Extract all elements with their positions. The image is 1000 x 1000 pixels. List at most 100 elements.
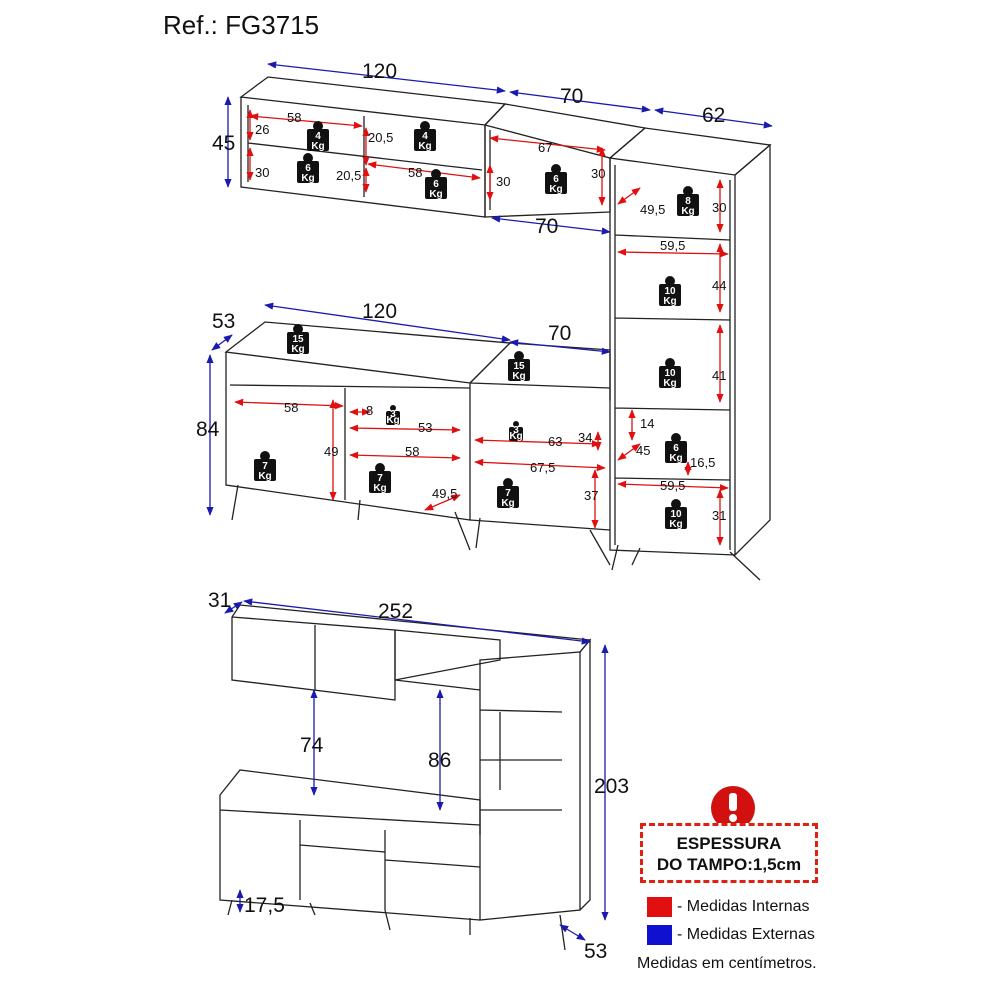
int-dim: 67,5 — [530, 460, 555, 475]
int-dim: 58 — [405, 444, 419, 459]
internal-dimension-lines — [234, 109, 729, 546]
ext-dim: 203 — [594, 775, 629, 798]
int-dim: 49,5 — [640, 202, 665, 217]
weight-unit: Kg — [501, 498, 514, 509]
int-dim: 30 — [496, 174, 510, 189]
ext-dim: 45 — [212, 132, 235, 155]
int-dim: 34 — [578, 430, 592, 445]
ext-dim: 70 — [548, 322, 571, 345]
int-dim: 30 — [255, 165, 269, 180]
weight-unit: Kg — [311, 141, 324, 152]
weight-unit: Kg — [663, 296, 676, 307]
weight-value: 3 — [513, 425, 519, 436]
weight-value: 8 — [685, 196, 691, 207]
weight-badge: 7Kg — [497, 478, 519, 509]
warning-line-2: DO TAMPO:1,5cm — [656, 855, 802, 874]
weight-unit: Kg — [258, 471, 271, 482]
ext-dim: 86 — [428, 749, 451, 772]
weight-value: 3 — [390, 409, 396, 420]
weight-unit: Kg — [373, 483, 386, 494]
weight-unit: Kg — [386, 415, 399, 426]
int-dim: 49 — [324, 444, 338, 459]
ext-dim: 53 — [584, 940, 607, 963]
weight-badges: 4Kg4Kg6Kg6Kg6Kg8Kg15Kg15Kg10Kg10Kg3Kg3Kg… — [254, 121, 699, 530]
weight-unit: Kg — [429, 189, 442, 200]
tabletop-thickness-warning: ESPESSURA DO TAMPO:1,5cm — [640, 823, 818, 883]
weight-unit: Kg — [669, 519, 682, 530]
weight-badge: 6Kg — [545, 164, 567, 195]
int-dim: 31 — [712, 508, 726, 523]
int-dim: 63 — [548, 434, 562, 449]
int-dim: 16,5 — [690, 455, 715, 470]
weight-unit: Kg — [418, 141, 431, 152]
weight-badge: 6Kg — [297, 153, 319, 184]
int-dim: 41 — [712, 368, 726, 383]
weight-value: 6 — [553, 174, 559, 185]
weight-badge: 7Kg — [254, 451, 276, 482]
weight-value: 7 — [377, 473, 383, 484]
ext-dim: 70 — [560, 85, 583, 108]
tower-cabinet-drawing — [608, 127, 772, 581]
ext-dim: 74 — [300, 734, 324, 757]
int-dim: 26 — [255, 122, 269, 137]
int-dim: 20,5 — [336, 168, 361, 183]
weight-value: 7 — [262, 461, 268, 472]
int-dim: 58 — [287, 110, 301, 125]
ext-dim: 53 — [212, 310, 235, 333]
weight-value: 6 — [673, 443, 679, 454]
ext-dim: 120 — [362, 300, 397, 323]
ext-dim: 120 — [362, 60, 397, 83]
units-note: Medidas em centímetros. — [637, 955, 817, 972]
weight-value: 10 — [670, 509, 682, 520]
weight-value: 15 — [513, 361, 525, 372]
weight-badge: 4Kg — [307, 121, 329, 152]
weight-unit: Kg — [509, 431, 522, 442]
weight-unit: Kg — [512, 371, 525, 382]
weight-badge: 6Kg — [665, 433, 687, 464]
int-dim: 44 — [712, 278, 726, 293]
weight-badge: 3Kg — [509, 421, 523, 442]
ext-dim: 70 — [535, 215, 558, 238]
weight-badge: 3Kg — [386, 405, 400, 426]
weight-value: 4 — [422, 131, 428, 142]
weight-unit: Kg — [301, 173, 314, 184]
internal-color-swatch — [647, 897, 672, 917]
weight-value: 6 — [433, 179, 439, 190]
base-cabinet-drawing — [224, 321, 611, 566]
reference-code: Ref.: FG3715 — [163, 10, 320, 40]
external-color-swatch — [647, 925, 672, 945]
weight-value: 10 — [664, 286, 676, 297]
weight-value: 4 — [315, 131, 321, 142]
int-dim: 58 — [284, 400, 298, 415]
weight-unit: Kg — [669, 453, 682, 464]
weight-value: 7 — [505, 488, 511, 499]
int-dim: 45 — [636, 443, 650, 458]
weight-badge: 6Kg — [425, 169, 447, 200]
ext-dim: 84 — [196, 418, 220, 441]
weight-unit: Kg — [549, 184, 562, 195]
int-dim: 49,5 — [432, 486, 457, 501]
int-dim: 14 — [640, 416, 654, 431]
warning-icon — [711, 786, 755, 830]
ext-dim: 17,5 — [244, 894, 285, 917]
external-dimension-labels: 120 70 62 45 70 53 120 70 84 31 252 74 8… — [196, 60, 725, 963]
ext-dim: 252 — [378, 600, 413, 623]
warning-line-1: ESPESSURA — [676, 834, 782, 853]
int-dim: 30 — [712, 200, 726, 215]
int-dim: 67 — [538, 140, 552, 155]
int-dim: 37 — [584, 488, 598, 503]
int-dim: 53 — [418, 420, 432, 435]
int-dim: 30 — [591, 166, 605, 181]
internal-dimension-labels: 58 26 20,5 30 20,5 58 67 30 30 49,5 30 5… — [255, 110, 726, 523]
int-dim: 59,5 — [660, 478, 685, 493]
legend-external: - Medidas Externas — [677, 926, 815, 943]
external-dimension-lines — [206, 61, 773, 941]
int-dim: 20,5 — [368, 130, 393, 145]
int-dim: 8 — [366, 403, 373, 418]
ext-dim: 31 — [208, 589, 231, 612]
weight-unit: Kg — [291, 344, 304, 355]
